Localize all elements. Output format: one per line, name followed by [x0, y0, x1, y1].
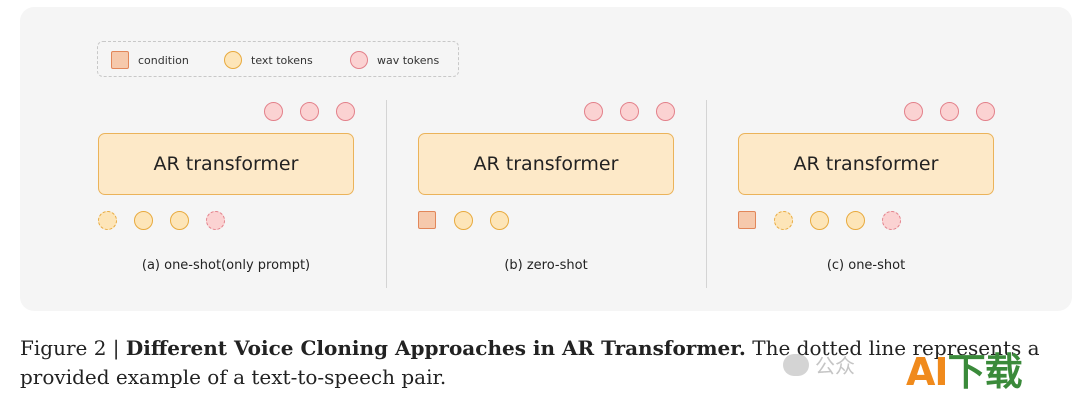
input-text-token	[490, 211, 509, 230]
legend-item-wav-tokens: wav tokens	[350, 50, 439, 70]
wechat-watermark: 公众	[783, 350, 855, 379]
text-token-circle-icon	[224, 51, 242, 69]
panel-b-caption: (b) zero-shot	[504, 258, 588, 273]
condition-square-icon	[111, 51, 129, 69]
panel-divider	[706, 100, 707, 288]
output-wav-token	[940, 102, 959, 121]
legend-label-text-tokens: text tokens	[251, 53, 313, 67]
ar-transformer-box: AR transformer	[738, 133, 994, 195]
output-wav-token	[976, 102, 995, 121]
prompt-wav-token-dotted	[206, 211, 225, 230]
input-text-token	[846, 211, 865, 230]
prompt-text-token-dotted	[98, 211, 117, 230]
figure-caption-text: The dotted line represents a	[745, 336, 1040, 360]
wav-token-circle-icon	[350, 51, 368, 69]
output-wav-token	[336, 102, 355, 121]
figure-caption-title: Different Voice Cloning Approaches in AR…	[125, 336, 746, 360]
legend: condition text tokens wav tokens	[97, 41, 459, 77]
ar-transformer-box: AR transformer	[98, 133, 354, 195]
condition-token	[738, 211, 756, 229]
figure-caption-prefix: Figure 2 |	[20, 336, 126, 360]
output-wav-token	[300, 102, 319, 121]
input-text-token	[134, 211, 153, 230]
brand-watermark-text: 下载	[947, 350, 1023, 394]
panel-c-caption: (c) one-shot	[826, 258, 906, 273]
output-wav-token	[584, 102, 603, 121]
legend-label-condition: condition	[138, 53, 189, 67]
output-wav-token	[904, 102, 923, 121]
output-wav-token	[620, 102, 639, 121]
brand-watermark-ai: AI	[906, 350, 949, 394]
figure-caption-line2: provided example of a text-to-speech pai…	[20, 365, 447, 389]
ar-transformer-box: AR transformer	[418, 133, 674, 195]
prompt-wav-token-dotted	[882, 211, 901, 230]
wechat-icon	[783, 353, 809, 376]
output-wav-token	[656, 102, 675, 121]
input-text-token	[454, 211, 473, 230]
legend-item-text-tokens: text tokens	[224, 50, 313, 70]
input-text-token	[810, 211, 829, 230]
input-text-token	[170, 211, 189, 230]
legend-item-condition: condition	[111, 50, 189, 70]
figure-caption: Figure 2 | Different Voice Cloning Appro…	[20, 334, 1070, 392]
legend-label-wav-tokens: wav tokens	[377, 53, 440, 67]
condition-token	[418, 211, 436, 229]
prompt-text-token-dotted	[774, 211, 793, 230]
panel-divider	[386, 100, 387, 288]
brand-watermark: AI下载	[906, 350, 1023, 394]
wechat-watermark-text: 公众	[815, 354, 855, 378]
output-wav-token	[264, 102, 283, 121]
panel-a-caption: (a) one-shot(only prompt)	[141, 258, 311, 273]
